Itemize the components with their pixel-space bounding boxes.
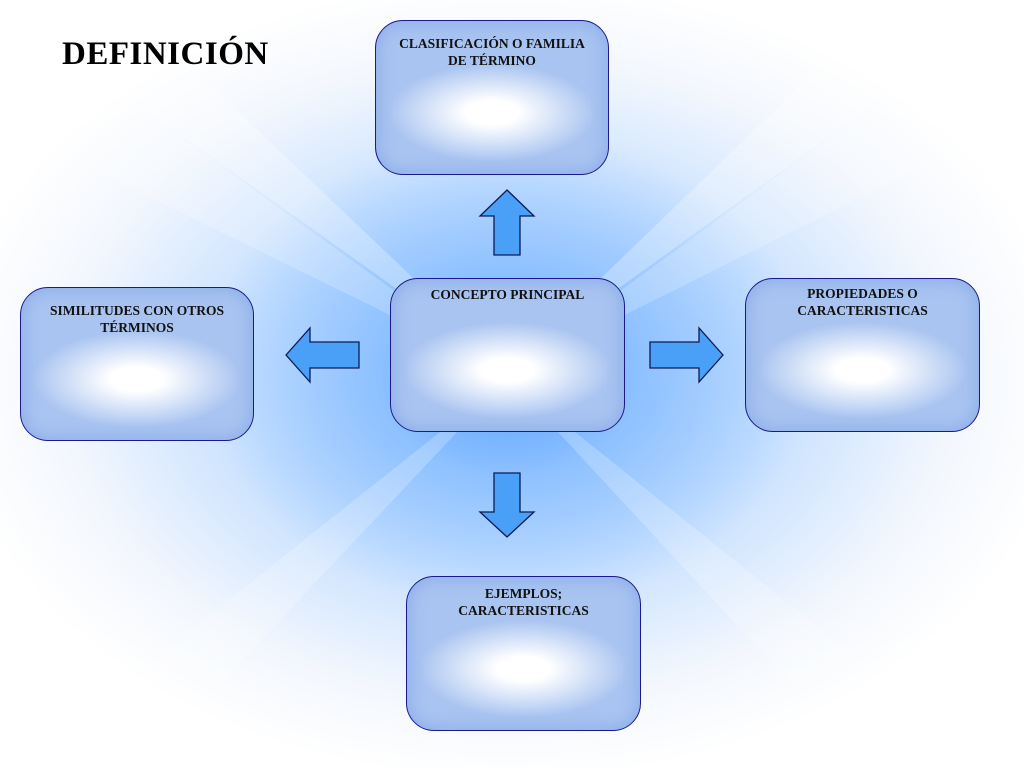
- main-concept-label: CONCEPTO PRINCIPAL: [430, 287, 585, 302]
- arrow-up-icon: [478, 189, 536, 256]
- main-concept-box: CONCEPTO PRINCIPAL: [390, 278, 625, 432]
- arrow-left-icon: [285, 326, 360, 384]
- similarities-box: SIMILITUDES CON OTROS TÉRMINOS: [20, 287, 254, 441]
- properties-box: PROPIEDADES O CARACTERISTICAS: [745, 278, 980, 432]
- examples-label: EJEMPLOS; CARACTERISTICAS: [458, 586, 589, 618]
- similarities-label: SIMILITUDES CON OTROS TÉRMINOS: [49, 303, 225, 335]
- classification-box: CLASIFICACIÓN O FAMILIA DE TÉRMINO: [375, 20, 609, 175]
- classification-label: CLASIFICACIÓN O FAMILIA DE TÉRMINO: [399, 36, 585, 68]
- properties-label: PROPIEDADES O CARACTERISTICAS: [797, 286, 928, 318]
- arrow-down-icon: [478, 472, 536, 538]
- examples-box: EJEMPLOS; CARACTERISTICAS: [406, 576, 641, 731]
- page-title: DEFINICIÓN: [62, 36, 269, 72]
- arrow-right-icon: [649, 326, 724, 384]
